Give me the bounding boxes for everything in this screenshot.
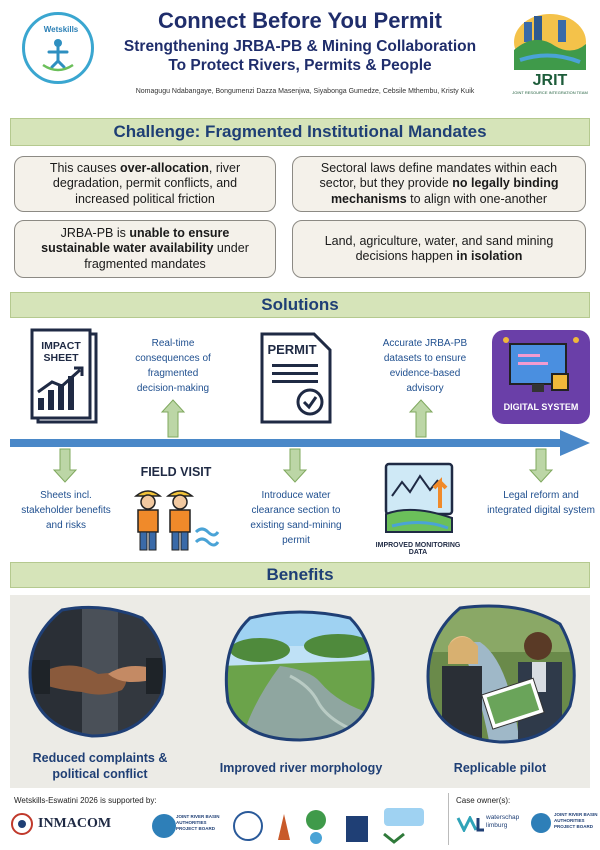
field-workers-icon bbox=[133, 490, 220, 551]
subtitle-line-1: Strengthening JRBA-PB & Mining Collabora… bbox=[123, 38, 477, 55]
digital-system-tile: DIGITAL SYSTEM bbox=[492, 330, 590, 424]
permit-document-icon bbox=[260, 332, 332, 424]
up-arrow-real-time bbox=[160, 399, 186, 438]
challenge-box-sectoral-laws: Sectoral laws define mandates within eac… bbox=[292, 156, 586, 212]
field-visit-title: FIELD VISIT bbox=[140, 465, 212, 479]
page-title: Connect Before You Permit bbox=[157, 8, 442, 33]
jrit-logo: JRIT JOINT RESOURCE INTEGRATION TEAM bbox=[510, 10, 590, 96]
down-arrow-sheets bbox=[52, 448, 78, 483]
label-water-clearance: Introduce water clearance section to exi… bbox=[250, 490, 342, 546]
page-subtitle: Strengthening JRBA-PB & Mining Collabora… bbox=[95, 37, 505, 75]
benefit-label-2: Improved river morphology bbox=[219, 761, 383, 775]
label-real-time: Real-time consequences of fragmented dec… bbox=[135, 338, 211, 394]
timeline-bar bbox=[10, 439, 565, 447]
tewou-logo-icon bbox=[233, 811, 263, 841]
down-arrow-legal bbox=[528, 448, 554, 483]
wetskills-logo-text: Wetskills bbox=[43, 25, 79, 34]
permit-title: PERMIT bbox=[267, 342, 317, 357]
inmacom-logo-text: INMACOM bbox=[38, 816, 112, 831]
supported-by-text: Wetskills-Eswatini 2026 is supported by: bbox=[14, 796, 157, 805]
footer-divider bbox=[448, 793, 449, 845]
challenge-box-4-text: Land, agriculture, water, and sand minin… bbox=[324, 233, 554, 264]
impact-sheet-icon bbox=[30, 328, 98, 424]
benefits-heading: Benefits bbox=[10, 562, 590, 588]
ecosystems-logo-icon bbox=[306, 810, 326, 830]
replicable-pilot-photo bbox=[426, 604, 576, 744]
jrba-emblem-icon bbox=[152, 814, 176, 838]
challenge-box-isolation: Land, agriculture, water, and sand minin… bbox=[292, 220, 586, 278]
jrit-landscape-icon bbox=[514, 14, 586, 70]
jrba-footer-text-1: JOINT RIVER BASIN AUTHORITIES PROJECT BO… bbox=[176, 814, 220, 831]
waterschap-logo-icon bbox=[456, 816, 484, 832]
label-accurate-datasets: Accurate JRBA-PB datasets to ensure evid… bbox=[382, 338, 468, 394]
solutions-heading: Solutions bbox=[10, 292, 590, 318]
jrba-footer-text-2: JOINT RIVER BASIN AUTHORITIES PROJECT BO… bbox=[554, 812, 598, 829]
university-crest-icon bbox=[346, 816, 368, 842]
jrit-logo-subtext: JOINT RESOURCE INTEGRATION TEAM bbox=[512, 90, 588, 95]
wetskills-figure-icon bbox=[42, 39, 74, 72]
coat-of-arms-icon bbox=[278, 814, 290, 840]
benefit-label-3: Replicable pilot bbox=[453, 761, 547, 775]
challenge-heading: Challenge: Fragmented Institutional Mand… bbox=[10, 118, 590, 146]
challenge-box-1-text: This causes over-allocation, river degra… bbox=[49, 160, 241, 206]
up-arrow-datasets bbox=[408, 399, 434, 438]
wetskills-logo: Wetskills bbox=[22, 12, 94, 84]
benefit-label-1: Reduced complaints & political conflict bbox=[32, 751, 168, 781]
down-arrow-permit bbox=[282, 448, 308, 483]
digital-system-title: DIGITAL SYSTEM bbox=[503, 402, 579, 412]
monitoring-caption: IMPROVED MONITORING DATA bbox=[375, 542, 461, 556]
monitoring-screen-icon bbox=[384, 462, 454, 533]
partner-logos bbox=[152, 808, 424, 844]
authors: Nomagugu Ndabangaye, Bongumenzi Dazza Ma… bbox=[135, 88, 475, 95]
inmacom-icon bbox=[11, 813, 33, 835]
challenge-box-jrba-unable: JRBA-PB is unable to ensure sustainable … bbox=[14, 220, 276, 278]
label-sheets: Sheets incl. stakeholder benefits and ri… bbox=[21, 490, 111, 531]
label-legal-reform: Legal reform and integrated digital syst… bbox=[487, 490, 595, 516]
challenge-box-over-allocation: This causes over-allocation, river degra… bbox=[14, 156, 276, 212]
jrba-emblem-icon-2 bbox=[531, 813, 551, 833]
impact-sheet-title: IMPACT SHEET bbox=[41, 340, 81, 364]
water-logo-icon bbox=[384, 808, 424, 826]
subtitle-line-2: To Protect Rivers, Permits & People bbox=[168, 57, 432, 74]
river-photo bbox=[224, 610, 375, 742]
timeline-arrowhead bbox=[560, 430, 590, 456]
challenge-box-2-text: Sectoral laws define mandates within eac… bbox=[319, 160, 559, 206]
case-owner-text: Case owner(s): bbox=[456, 796, 511, 805]
handshake-photo bbox=[28, 605, 166, 738]
jrit-logo-text: JRIT bbox=[532, 72, 568, 89]
waterschap-logo-text: waterschap limburg bbox=[486, 814, 520, 829]
challenge-box-3-text: JRBA-PB is unable to ensure sustainable … bbox=[41, 225, 249, 271]
computer-chip-icon bbox=[503, 337, 579, 392]
